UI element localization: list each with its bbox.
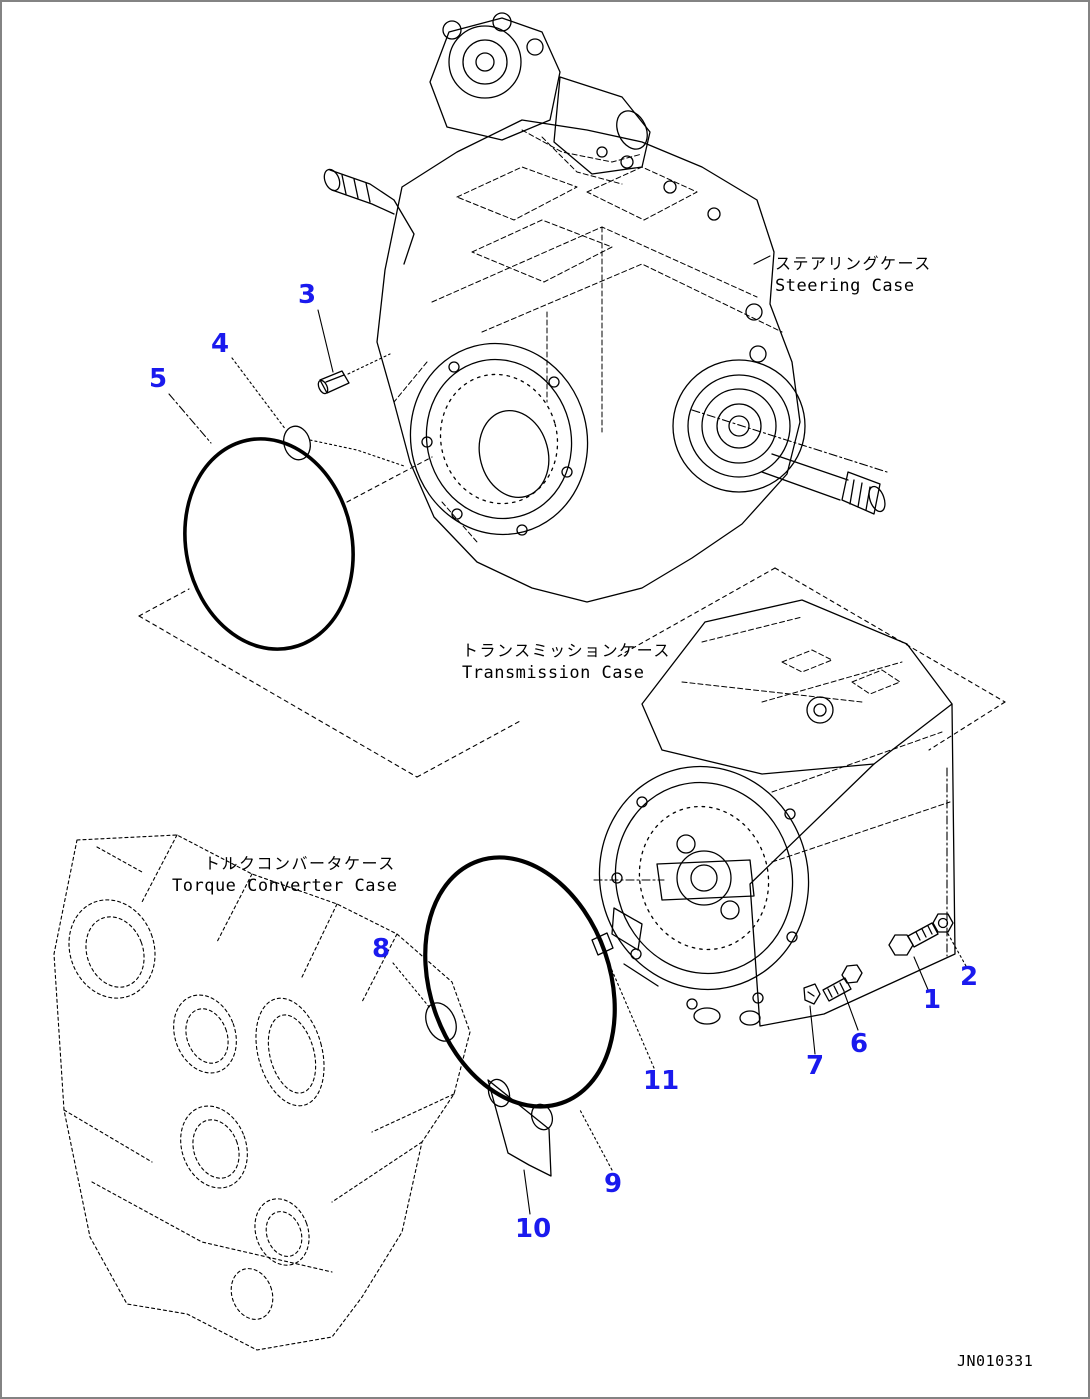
seal-part11: [591, 932, 614, 956]
leader-lines: [168, 255, 967, 1215]
transmission-case-label-jp: トランスミッションケース: [462, 641, 671, 660]
callout-9[interactable]: 9: [604, 1169, 623, 1199]
transmission-case-drawing: [593, 599, 956, 1027]
gasket-part10: [487, 1078, 554, 1177]
oring-part5: [183, 437, 355, 651]
torque-converter-case-drawing: [53, 834, 471, 1351]
torque-converter-case-label-en: Torque Converter Case: [172, 876, 398, 896]
projection-plane-left: [138, 456, 523, 778]
torque-converter-case-label-jp: トルクコンバータケース: [204, 854, 396, 873]
steering-case-label: ステアリングケース Steering Case: [775, 252, 932, 298]
transmission-case-label-en: Transmission Case: [462, 663, 645, 683]
callout-3[interactable]: 3: [298, 280, 317, 310]
callout-5[interactable]: 5: [149, 364, 168, 394]
steering-case-drawing: [323, 12, 888, 603]
nut-part2: [932, 913, 954, 933]
seal-part8: [425, 1002, 457, 1042]
drawing-number: JN010331: [957, 1352, 1034, 1370]
callout-10[interactable]: 10: [515, 1214, 552, 1244]
torque-converter-case-label: トルクコンバータケース Torque Converter Case: [172, 852, 397, 898]
callout-8[interactable]: 8: [372, 934, 391, 964]
bolt-part1: [888, 922, 939, 956]
callout-4[interactable]: 4: [211, 329, 230, 359]
pin-part3: [317, 370, 350, 395]
oring-part9: [423, 855, 617, 1109]
bolt-part6: [822, 964, 863, 1002]
transmission-case-label: トランスミッションケース Transmission Case: [462, 639, 671, 685]
seal-part4: [283, 425, 311, 461]
callout-11[interactable]: 11: [643, 1066, 680, 1096]
plug-part7: [803, 983, 821, 1005]
callout-1[interactable]: 1: [923, 985, 942, 1015]
callout-2[interactable]: 2: [960, 962, 979, 992]
projection-plane-right: [616, 567, 1006, 751]
steering-case-label-en: Steering Case: [775, 276, 915, 296]
steering-case-label-jp: ステアリングケース: [775, 254, 932, 273]
callout-6[interactable]: 6: [850, 1029, 869, 1059]
callout-7[interactable]: 7: [806, 1051, 825, 1081]
